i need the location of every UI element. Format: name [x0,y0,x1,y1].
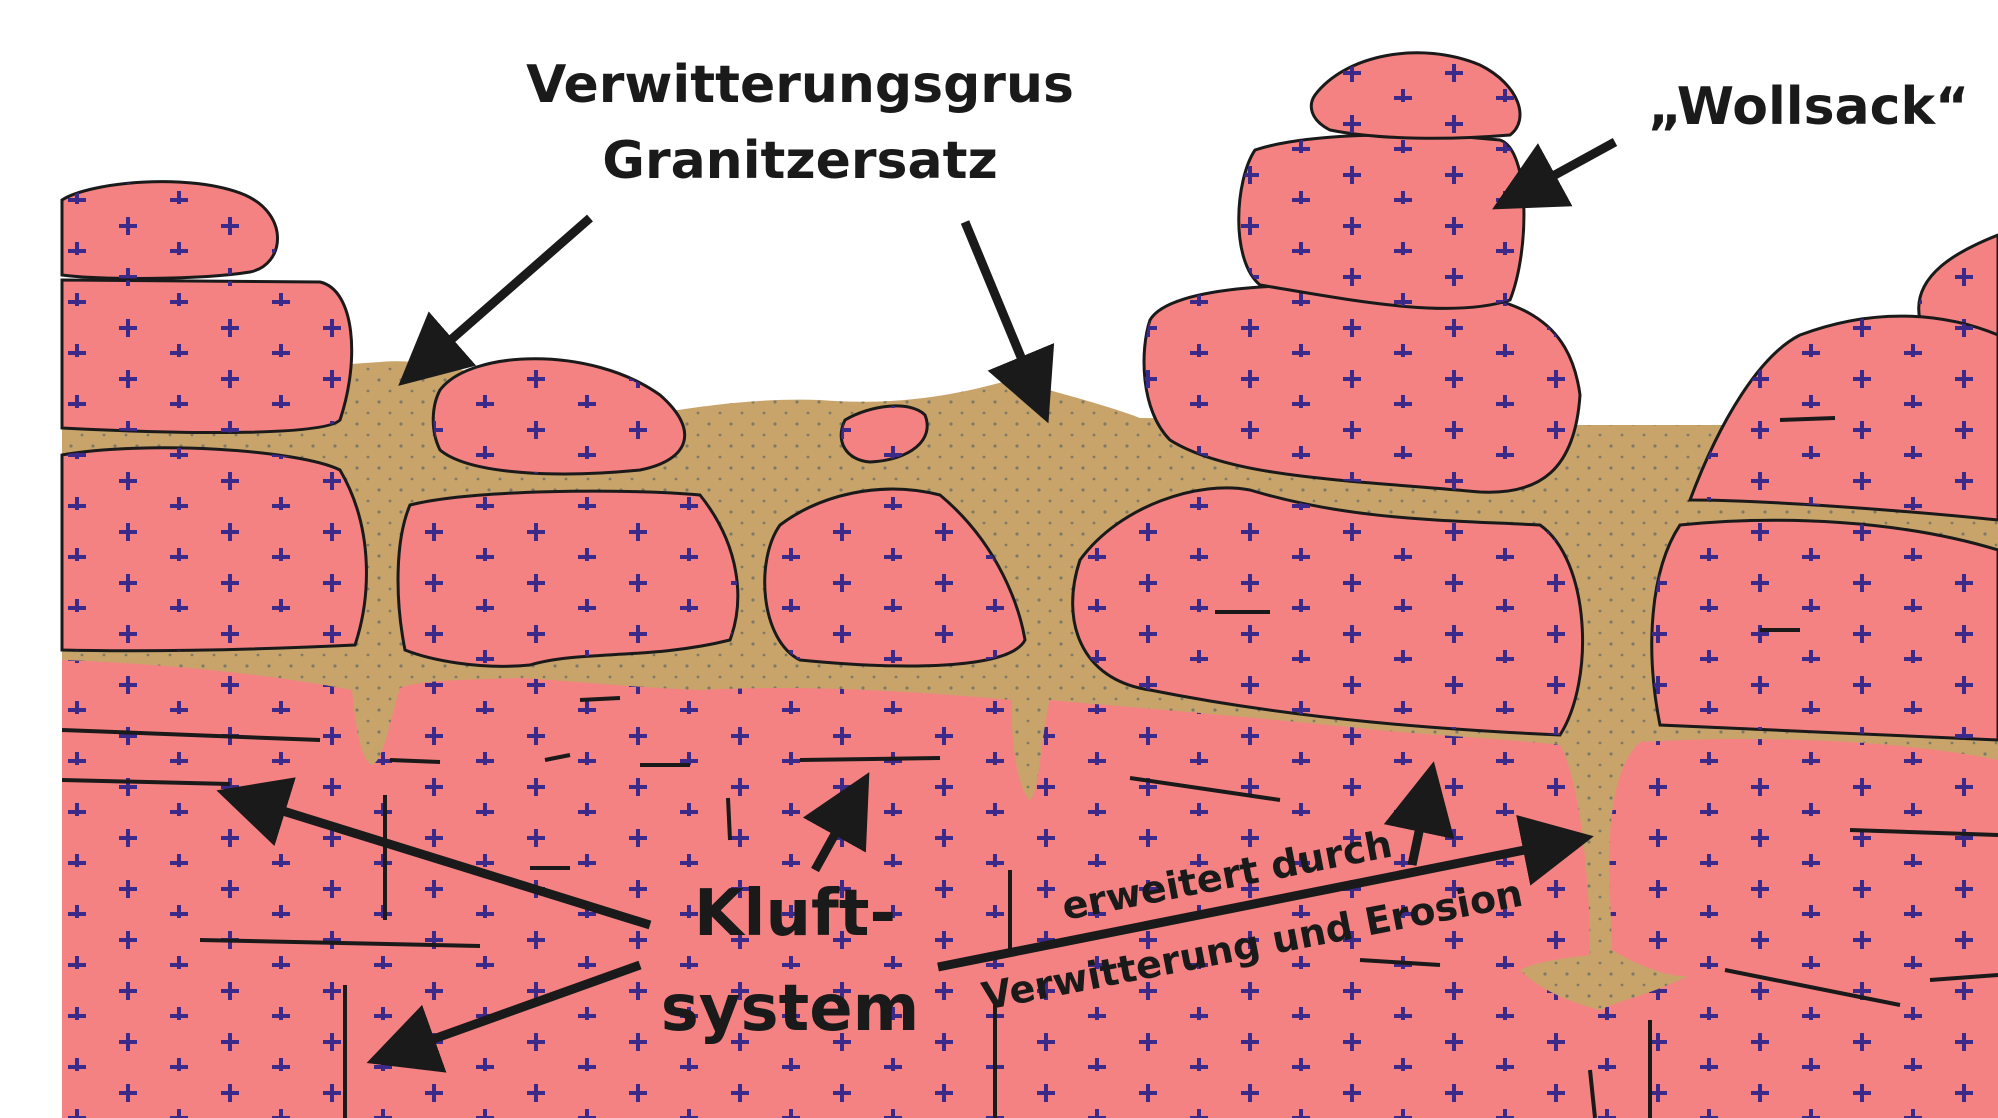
block-right-lower [1652,520,1998,740]
wollsack-top [1311,53,1520,139]
arrow-grus-left [405,218,590,380]
block-right-wedge [1690,316,1998,520]
block-small-round [433,359,684,474]
block-top-left-cap [62,182,278,279]
label-grus-line2: Granitzersatz [602,131,997,191]
wollsack-middle [1239,135,1524,309]
label-grus-line1: Verwitterungsgrus [526,55,1074,115]
block-center-left [398,491,738,666]
label-wollsack: „Wollsack“ [1648,77,1969,137]
label-kluft-line1: Kluft- [694,877,896,951]
block-left-lower [62,448,366,651]
label-kluft-line2: system [661,972,920,1046]
block-top-left-middle [62,280,352,433]
